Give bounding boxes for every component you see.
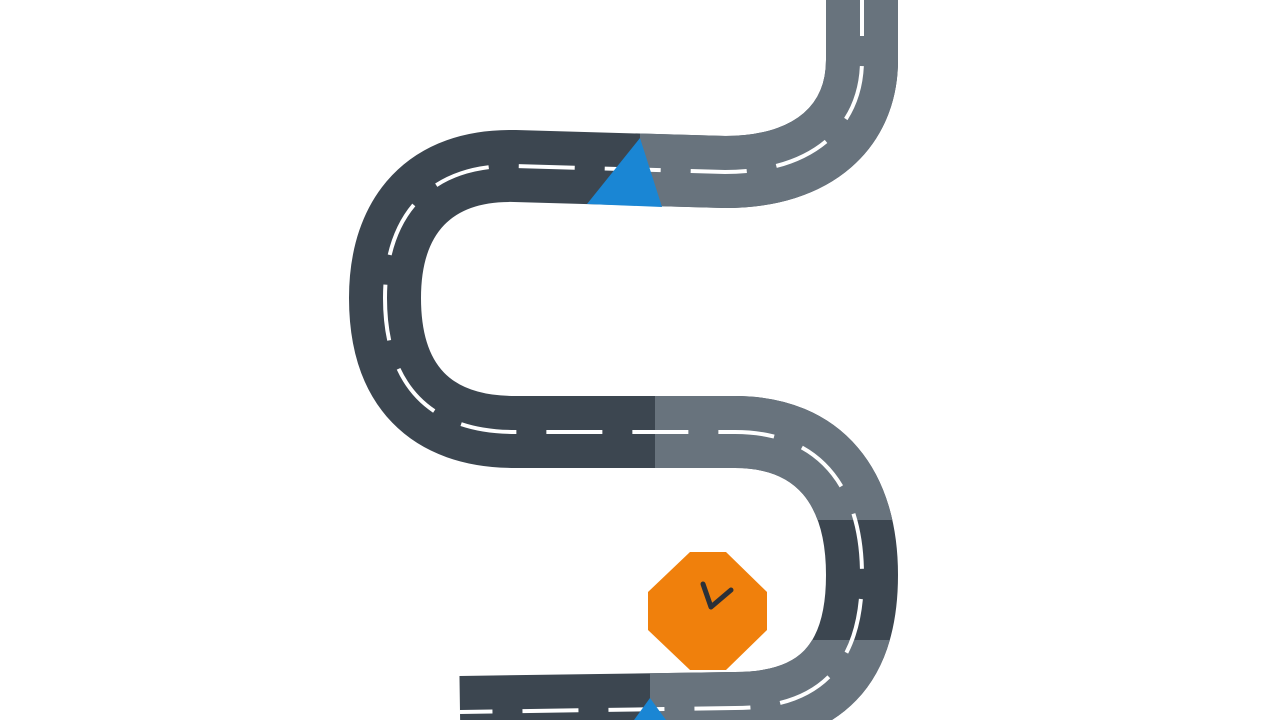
orange-octagon-clock-icon xyxy=(648,552,767,670)
clock-hands-icon xyxy=(700,581,734,610)
blue-triangle-marker-icon xyxy=(587,138,662,207)
lane-marking xyxy=(382,0,865,714)
road-surface xyxy=(348,0,899,720)
blue-triangle-marker-bottom-icon xyxy=(634,698,666,720)
